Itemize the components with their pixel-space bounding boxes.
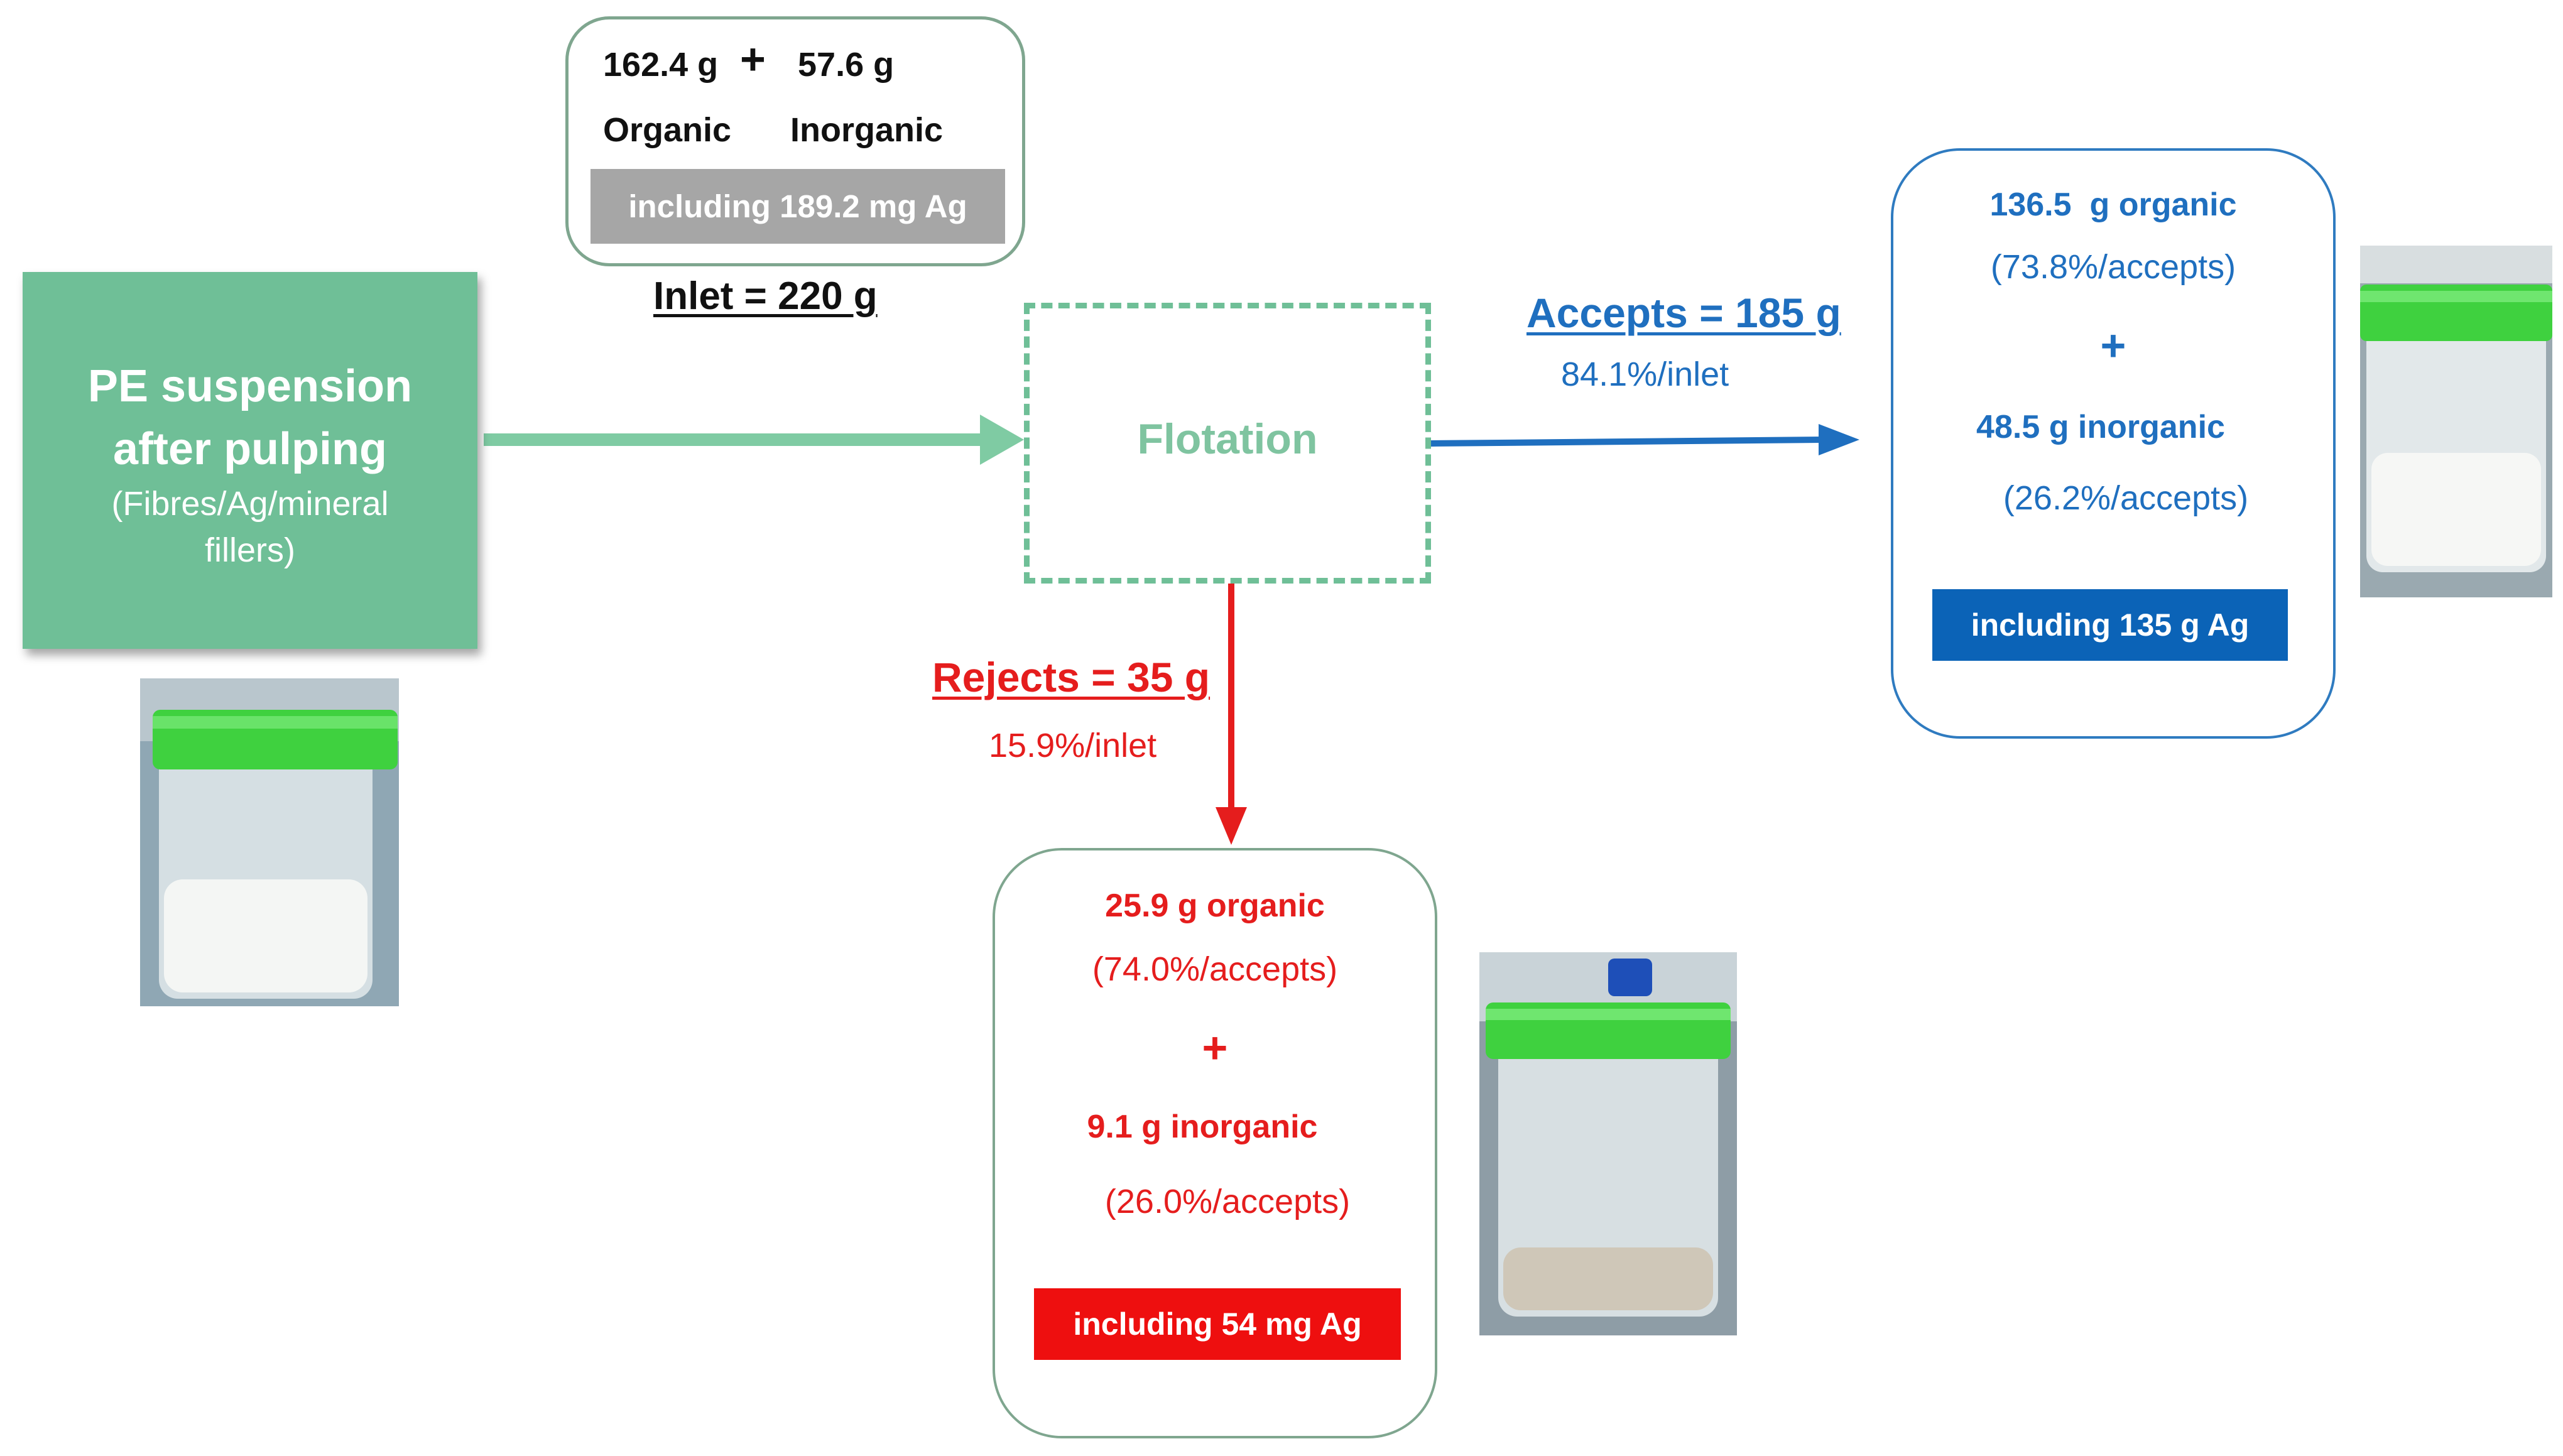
accepts-organic: 136.5 g organic <box>1989 187 2237 223</box>
rejects-inorganic: 9.1 g inorganic <box>1087 1109 1318 1145</box>
accepts-percent-inlet: 84.1%/inlet <box>1561 356 1729 393</box>
accepts-inorganic-percent: (26.2%/accepts) <box>2003 479 2249 517</box>
arrow-to-accepts <box>1430 437 1822 447</box>
accepts-organic-percent: (73.8%/accepts) <box>1990 248 2236 286</box>
arrow-to-accepts-head <box>1819 424 1859 455</box>
rejects-percent-inlet: 15.9%/inlet <box>989 727 1157 764</box>
inlet-ag-note: including 189.2 mg Ag <box>590 169 1005 244</box>
inlet-organic-label: Organic <box>603 111 732 149</box>
accepts-ag-note: including 135 g Ag <box>1932 589 2288 661</box>
rejects-organic: 25.9 g organic <box>1105 888 1325 924</box>
inlet-inorganic-mass: 57.6 g <box>798 46 895 84</box>
inlet-organic-mass: 162.4 g <box>603 46 719 84</box>
rejects-plus-sign: + <box>1202 1023 1228 1072</box>
inlet-total: Inlet = 220 g <box>653 274 878 318</box>
rejects-inorganic-percent: (26.0%/accepts) <box>1104 1183 1351 1220</box>
rejects-ag-note: including 54 mg Ag <box>1034 1288 1401 1360</box>
inlet-plus-sign: + <box>740 35 766 84</box>
pe-title-line1: PE suspension <box>87 361 413 411</box>
pe-title-line2: after pulping <box>113 424 387 474</box>
flotation-label: Flotation <box>1137 415 1318 463</box>
rejects-organic-percent: (74.0%/accepts) <box>1092 950 1338 988</box>
pe-sub-line1: (Fibres/Ag/mineral <box>111 485 389 523</box>
accepts-plus-sign: + <box>2100 321 2126 370</box>
inlet-inorganic-label: Inorganic <box>790 111 944 149</box>
sample-jar-photo-accepts <box>2360 246 2552 597</box>
accepts-total: Accepts = 185 g <box>1526 290 1841 336</box>
sample-jar-photo-inlet <box>140 678 399 1006</box>
sample-jar-photo-rejects <box>1479 952 1737 1335</box>
accepts-inorganic: 48.5 g inorganic <box>1976 409 2225 445</box>
pe-suspension-box: PE suspension after pulping (Fibres/Ag/m… <box>23 272 477 649</box>
rejects-total: Rejects = 35 g <box>932 654 1211 700</box>
flotation-process-box <box>1024 303 1431 584</box>
arrow-to-rejects-head <box>1216 807 1247 845</box>
pe-sub-line2: fillers) <box>205 531 295 569</box>
arrow-to-flotation-head <box>980 415 1024 465</box>
